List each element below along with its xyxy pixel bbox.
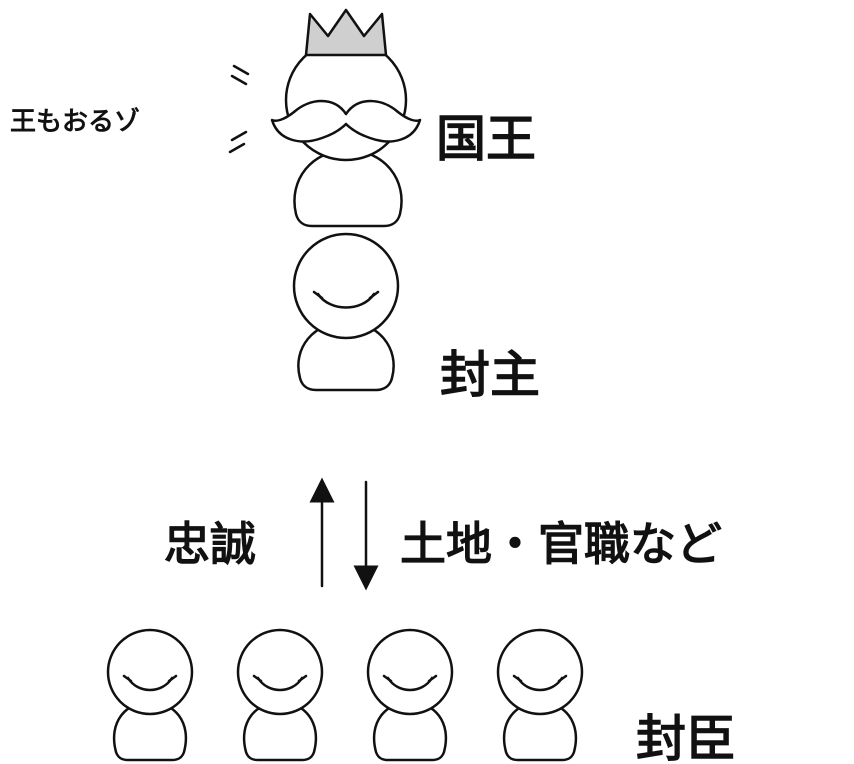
king-label: 国王: [436, 110, 536, 168]
grants-label: 土地・官職など: [400, 517, 722, 571]
king-body: [293, 148, 403, 228]
speech-marks-icon: [228, 64, 250, 154]
crown-icon: [304, 8, 388, 57]
vassal-figure: [106, 628, 194, 762]
lord-figure: [292, 232, 400, 392]
vassal-figure: [496, 628, 584, 762]
lord-head: [292, 232, 400, 340]
vassal-group: [106, 628, 584, 762]
vassal-figure: [236, 628, 324, 762]
lord-body: [297, 320, 395, 392]
vassal-figure: [366, 628, 454, 762]
mustache-icon: [270, 99, 422, 143]
king-speech: 王もおるゾ: [10, 106, 140, 137]
vassal-label: 封臣: [636, 710, 736, 764]
lord-label: 封主: [440, 346, 540, 404]
king-figure: [270, 8, 422, 228]
loyalty-label: 忠誠: [164, 517, 256, 571]
